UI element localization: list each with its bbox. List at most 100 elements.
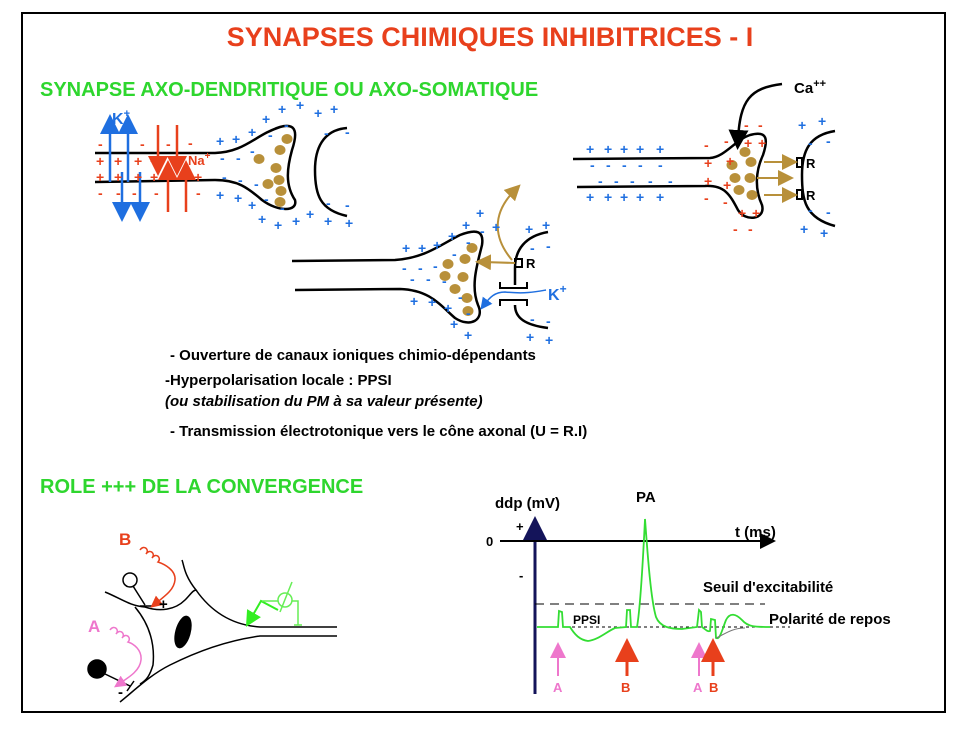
charge-sign: - [254,176,259,192]
charge-sign: - [458,289,463,305]
stimulus-label-a: A [553,680,563,695]
charge-sign: + [450,316,458,332]
charge-sign: + [444,300,452,316]
charge-sign: - [410,271,415,287]
vesicle [459,254,471,264]
charge-sign: + [656,189,664,205]
charge-sign: + [306,206,314,222]
vesicle [439,271,451,281]
charge-sign: - [238,172,243,188]
charge-sign: + [738,205,746,221]
neuron-label-a: A [88,617,100,636]
charge-sign: + [96,169,104,185]
synapse-a-terminal [87,659,107,679]
charge-sign: + [476,205,484,221]
charge-sign: + [492,219,500,235]
charge-sign: + [96,153,104,169]
x-axis-label: t (ms) [735,524,776,541]
charge-sign: + [248,124,256,140]
charge-sign: - [748,221,753,237]
dendrite [134,606,155,685]
k-efflux-arrow [480,289,547,310]
vesicle [739,147,751,157]
charge-sign: + [248,197,256,213]
charge-sign: - [546,313,551,329]
charge-sign: + [232,131,240,147]
charge-sign: - [166,136,171,152]
charge-sign: - [606,157,611,173]
y-axis-label: ddp (mV) [495,495,560,512]
charge-sign: - [598,173,603,189]
charge-sign: - [638,157,643,173]
charge-sign: - [402,260,407,276]
charge-sign: - [222,169,227,185]
charge-sign: + [525,221,533,237]
k-ion-label: K+ [548,282,567,304]
charge-sign: + [314,105,322,121]
vesicle [275,186,287,196]
charge-sign: + [586,141,594,157]
presynaptic-terminal [94,124,297,211]
charge-sign: - [530,240,535,256]
charge-sign: - [264,191,269,207]
vesicle [733,185,745,195]
inhibitory-sign: - [118,684,123,701]
charge-sign: - [704,137,709,153]
charge-sign: - [326,195,331,211]
charge-sign: + [752,205,760,221]
na-ion-label: Na+ [188,151,211,168]
charge-sign: + [448,228,456,244]
charge-sign: - [345,124,350,140]
charge-sign: + [194,169,202,185]
charge-sign: - [808,202,813,218]
charge-sign: - [98,185,103,201]
synapse-right [572,82,836,228]
vesicle [726,160,738,170]
soma-outline [104,559,198,611]
charge-sign: - [220,150,225,166]
postsynaptic-membrane [513,304,549,330]
potential-graph [500,516,790,694]
synapse-left [94,114,348,222]
threshold-label: Seuil d'excitabilité [703,579,833,596]
vesicle [729,173,741,183]
charge-sign: - [546,238,551,254]
charge-sign: - [466,305,471,321]
axon-lower [119,635,337,703]
charge-sign: + [820,225,828,241]
charge-sign: - [452,246,457,262]
vesicles [726,147,758,200]
neuron-diagram [87,546,337,703]
charge-sign: - [433,258,438,274]
charge-sign: + [586,189,594,205]
k-ion-label: K+ [112,108,130,128]
charge-sign: + [114,153,122,169]
charge-sign: + [278,101,286,117]
charge-sign: - [116,185,121,201]
charge-sign: - [808,135,813,151]
charge-sign: + [296,97,304,113]
charge-sign: - [826,204,831,220]
plus-label: + [516,519,524,534]
charge-sign: - [614,173,619,189]
charge-sign: - [480,223,485,239]
charge-sign: + [798,117,806,133]
charge-sign: + [620,189,628,205]
vesicle [273,175,285,185]
section-heading-synapse: SYNAPSE AXO-DENDRITIQUE OU AXO-SOMATIQUE [40,79,538,101]
charge-sign: + [428,294,436,310]
receptor-icon [796,189,803,200]
charge-sign: + [402,240,410,256]
charge-sign: - [188,135,193,151]
charge-sign: - [98,136,103,152]
charge-sign: - [530,311,535,327]
receptor-label: R [526,256,536,271]
charge-sign: + [258,211,266,227]
charge-sign: + [620,141,628,157]
neurotransmitter-arrow [475,254,516,271]
charge-sign: + [234,190,242,206]
charge-sign: - [324,125,329,141]
charge-sign: - [648,173,653,189]
recording-arrow [245,599,279,627]
